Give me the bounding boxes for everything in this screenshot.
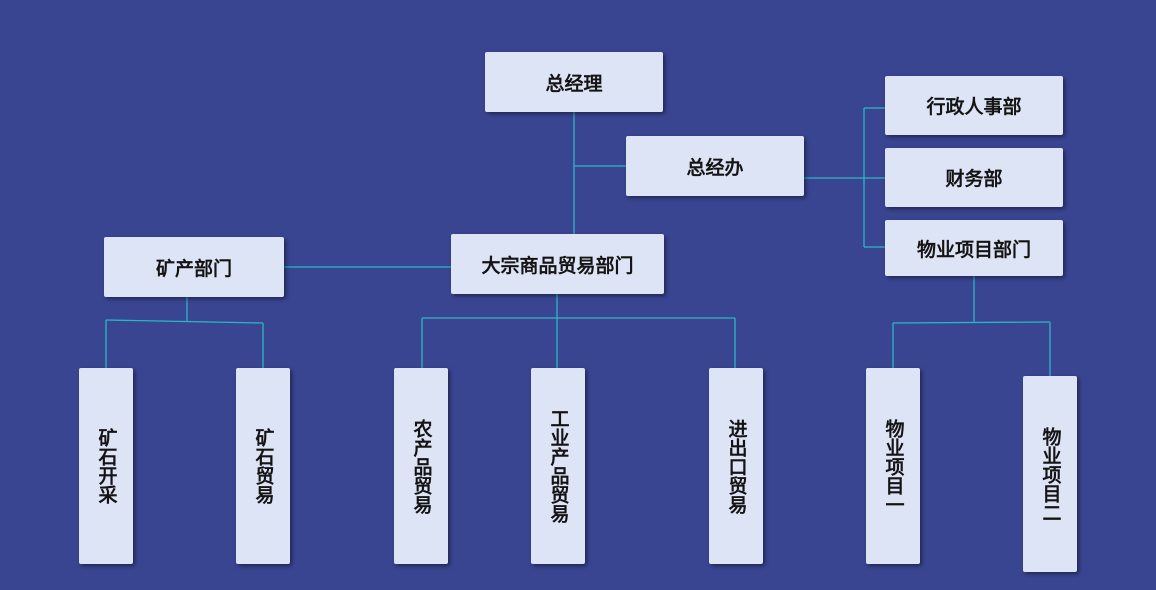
node-label: 物业项目二 bbox=[1039, 426, 1062, 522]
node-label: 工业产品贸易 bbox=[547, 409, 570, 523]
node-ore-mining: 矿石开采 bbox=[79, 368, 133, 564]
node-import-export-trade: 进出口贸易 bbox=[709, 368, 763, 564]
node-label: 进出口贸易 bbox=[725, 418, 748, 514]
node-mining-dept: 矿产部门 bbox=[104, 237, 284, 297]
node-label: 总经办 bbox=[686, 156, 744, 179]
node-property-dept: 物业项目部门 bbox=[885, 220, 1063, 276]
node-label: 物业项目一 bbox=[882, 418, 905, 514]
node-commodity-trade-dept: 大宗商品贸易部门 bbox=[451, 234, 664, 294]
node-label: 大宗商品贸易部门 bbox=[481, 254, 634, 277]
node-ore-trade: 矿石贸易 bbox=[236, 368, 290, 564]
node-finance: 财务部 bbox=[885, 148, 1063, 207]
connector-mine-bus bbox=[105, 319, 264, 324]
node-label: 农产品贸易 bbox=[410, 418, 433, 514]
node-label: 行政人事部 bbox=[926, 96, 1022, 118]
node-label: 总经理 bbox=[545, 72, 603, 95]
node-label: 矿石开采 bbox=[95, 428, 118, 504]
node-label: 财务部 bbox=[945, 168, 1003, 190]
connector-prop-bus bbox=[892, 321, 1051, 324]
node-label: 矿石贸易 bbox=[252, 428, 275, 504]
node-general-manager: 总经理 bbox=[485, 52, 663, 112]
node-industrial-trade: 工业产品贸易 bbox=[531, 368, 585, 564]
node-label: 矿产部门 bbox=[155, 257, 232, 280]
node-gm-office: 总经办 bbox=[626, 136, 804, 196]
node-property-project-1: 物业项目一 bbox=[866, 368, 920, 564]
node-admin-hr: 行政人事部 bbox=[885, 76, 1063, 135]
node-agri-trade: 农产品贸易 bbox=[394, 368, 448, 564]
node-label: 物业项目部门 bbox=[916, 238, 1031, 261]
node-property-project-2: 物业项目二 bbox=[1023, 376, 1077, 572]
